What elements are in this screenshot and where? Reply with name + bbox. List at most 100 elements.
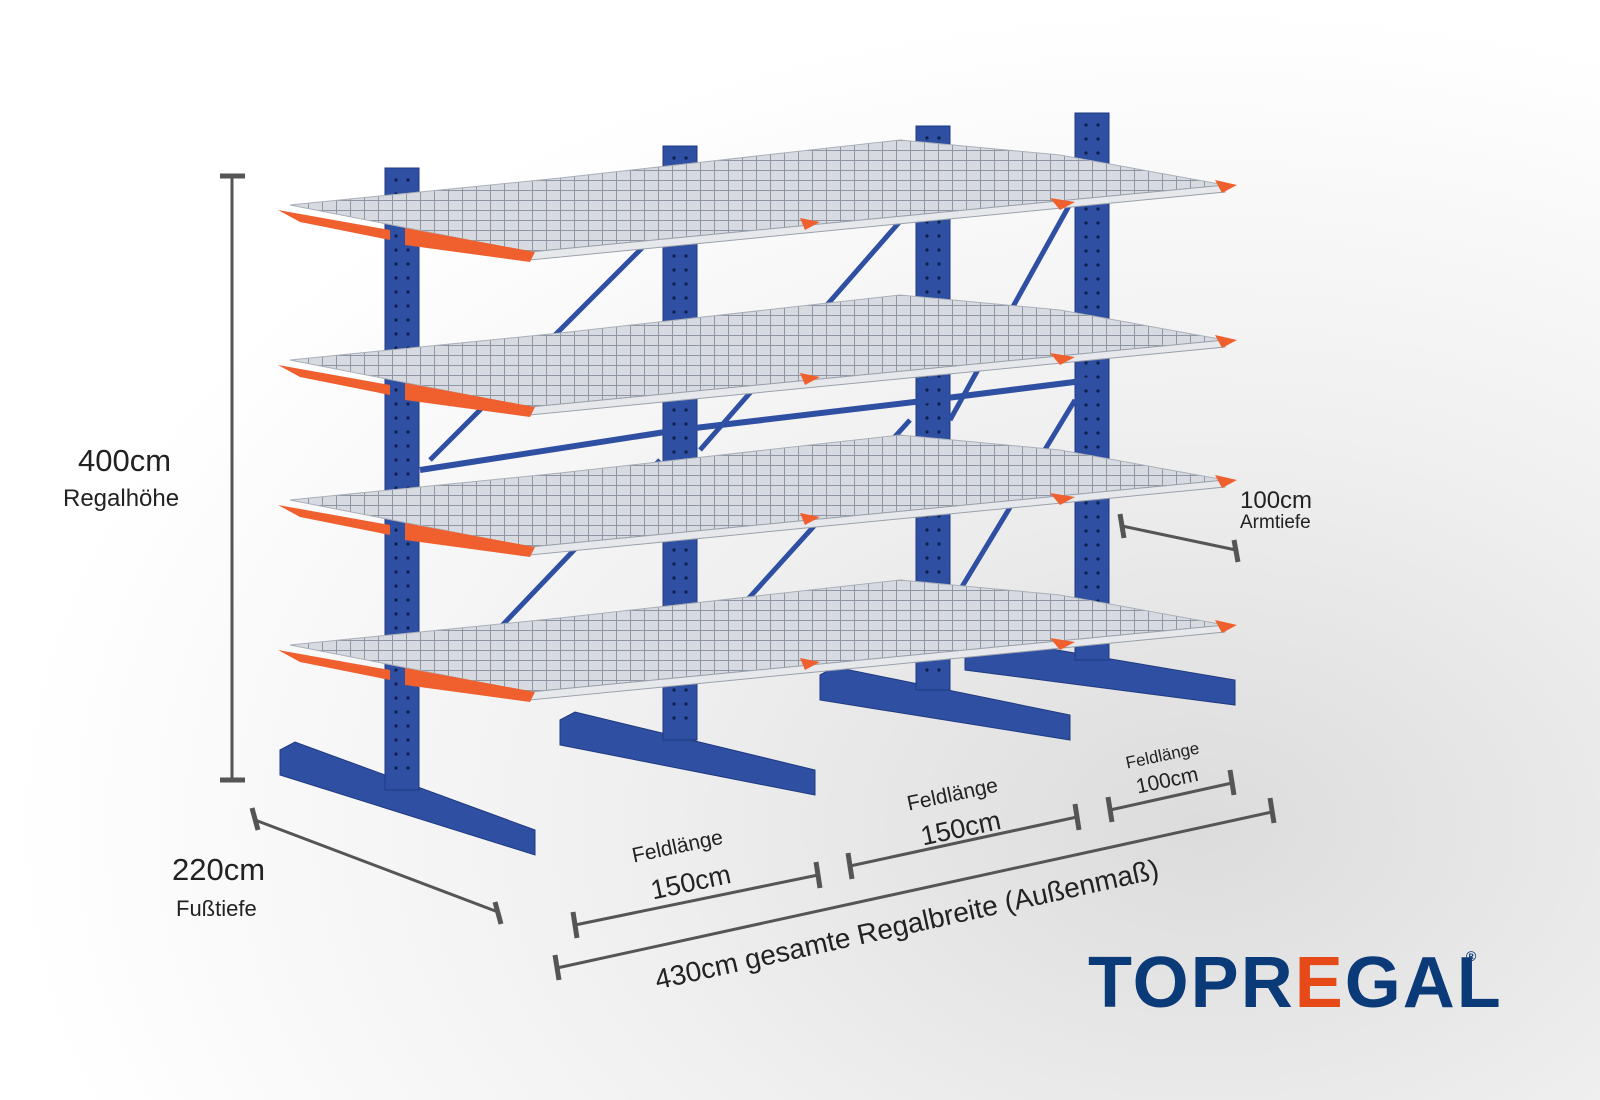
column-hole bbox=[406, 178, 410, 182]
column-hole bbox=[1084, 291, 1088, 295]
column-hole bbox=[394, 472, 398, 476]
column-hole bbox=[1096, 403, 1100, 407]
column-hole bbox=[1084, 515, 1088, 519]
column-hole bbox=[406, 472, 410, 476]
column-hole bbox=[1096, 361, 1100, 365]
column-hole bbox=[406, 430, 410, 434]
column-hole bbox=[925, 542, 929, 546]
arm-depth-label: Armtiefe bbox=[1240, 512, 1311, 533]
cantilever-arm bbox=[1215, 180, 1237, 193]
column-hole bbox=[1096, 431, 1100, 435]
column-hole bbox=[406, 444, 410, 448]
column-hole bbox=[672, 436, 676, 440]
column-hole bbox=[1084, 543, 1088, 547]
rack-column bbox=[384, 167, 420, 791]
column-hole bbox=[937, 668, 941, 672]
column-hole bbox=[925, 276, 929, 280]
column-hole bbox=[925, 528, 929, 532]
column-hole bbox=[394, 276, 398, 280]
column-hole bbox=[925, 668, 929, 672]
cantilever-arm bbox=[278, 210, 390, 240]
column-hole bbox=[1096, 543, 1100, 547]
column-hole bbox=[406, 402, 410, 406]
column-hole bbox=[684, 702, 688, 706]
column-hole bbox=[394, 458, 398, 462]
column-hole bbox=[1084, 403, 1088, 407]
column-hole bbox=[1084, 277, 1088, 281]
column-hole bbox=[937, 542, 941, 546]
column-hole bbox=[1084, 557, 1088, 561]
column-hole bbox=[406, 598, 410, 602]
column-hole bbox=[1084, 529, 1088, 533]
column-hole bbox=[925, 262, 929, 266]
column-hole bbox=[1096, 417, 1100, 421]
cantilever-arm bbox=[800, 218, 820, 230]
column-hole bbox=[394, 332, 398, 336]
column-hole bbox=[1084, 207, 1088, 211]
column-hole bbox=[937, 290, 941, 294]
arm-depth-value: 100cm bbox=[1240, 487, 1313, 514]
cantilever-arm bbox=[1050, 493, 1075, 505]
column-hole bbox=[1096, 585, 1100, 589]
column-hole bbox=[684, 254, 688, 258]
column-hole bbox=[684, 282, 688, 286]
column-hole bbox=[937, 556, 941, 560]
column-hole bbox=[406, 290, 410, 294]
column-hole bbox=[394, 318, 398, 322]
column-hole bbox=[1084, 389, 1088, 393]
column-hole bbox=[1084, 445, 1088, 449]
column-hole bbox=[406, 626, 410, 630]
column-hole bbox=[684, 296, 688, 300]
shelf-levels bbox=[278, 139, 1237, 702]
base-foot bbox=[279, 741, 536, 856]
column-hole bbox=[406, 710, 410, 714]
column-hole bbox=[406, 262, 410, 266]
column-hole bbox=[1084, 431, 1088, 435]
topregal-logo: TOPREGAL bbox=[1088, 943, 1503, 1023]
column-hole bbox=[1084, 235, 1088, 239]
column-hole bbox=[925, 430, 929, 434]
column-hole bbox=[406, 458, 410, 462]
column-hole bbox=[684, 436, 688, 440]
column-hole bbox=[684, 450, 688, 454]
column-hole bbox=[1096, 445, 1100, 449]
column-hole bbox=[684, 422, 688, 426]
column-hole bbox=[406, 276, 410, 280]
cantilever-arm bbox=[405, 228, 535, 262]
column-hole bbox=[925, 556, 929, 560]
cantilever-arm bbox=[1050, 353, 1075, 365]
column-hole bbox=[406, 612, 410, 616]
column-hole bbox=[1084, 151, 1088, 155]
shelf-level bbox=[278, 294, 1237, 417]
column-hole bbox=[394, 668, 398, 672]
column-hole bbox=[672, 590, 676, 594]
column-hole bbox=[672, 282, 676, 286]
column-hole bbox=[394, 626, 398, 630]
column-hole bbox=[937, 388, 941, 392]
column-hole bbox=[406, 570, 410, 574]
column-hole bbox=[394, 346, 398, 350]
column-hole bbox=[672, 576, 676, 580]
column-hole bbox=[1084, 571, 1088, 575]
column-hole bbox=[1096, 123, 1100, 127]
cantilever-arm bbox=[800, 513, 820, 525]
column-hole bbox=[684, 408, 688, 412]
column-hole bbox=[394, 290, 398, 294]
cantilever-arm bbox=[1215, 475, 1237, 488]
column-hole bbox=[672, 310, 676, 314]
column-hole bbox=[406, 556, 410, 560]
column-hole bbox=[394, 766, 398, 770]
column-hole bbox=[394, 304, 398, 308]
column-hole bbox=[672, 296, 676, 300]
column-hole bbox=[406, 752, 410, 756]
column-hole bbox=[1084, 501, 1088, 505]
column-hole bbox=[937, 528, 941, 532]
column-hole bbox=[937, 220, 941, 224]
column-hole bbox=[1096, 235, 1100, 239]
cantilever-arm bbox=[405, 668, 535, 702]
column-hole bbox=[925, 248, 929, 252]
column-hole bbox=[394, 416, 398, 420]
column-hole bbox=[684, 562, 688, 566]
column-hole bbox=[406, 542, 410, 546]
column-hole bbox=[1084, 249, 1088, 253]
